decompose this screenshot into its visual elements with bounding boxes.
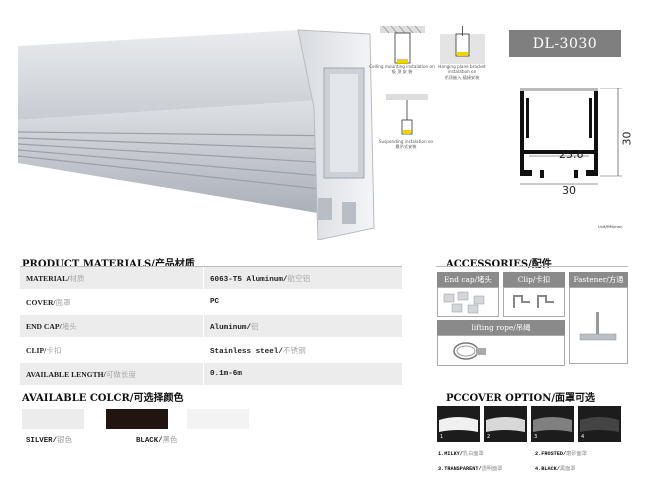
cell-divider [203, 315, 204, 337]
row-value-cn: 铝 [251, 323, 259, 332]
row-value: Aluminum/ [210, 323, 252, 332]
lifting-rope-image [437, 335, 565, 366]
suspending-icon [386, 94, 428, 135]
row-value: PC [210, 298, 220, 306]
row-value: 6063-T5 Aluminum/ [210, 275, 288, 284]
dim-inner-width: 25.6 [559, 148, 584, 161]
materials-row: AVAILABLE LENGTH/可做长度 0.1m-6m [20, 363, 402, 385]
white-swatch [187, 409, 249, 429]
dim-width: 30 [562, 184, 576, 197]
model-badge: DL-3030 [509, 30, 621, 57]
end-cap-header: End cap/堵头 [437, 272, 499, 287]
cover-label-frosted: 2.FROSTED/磨砂面罩 [535, 451, 587, 457]
cover-option-frosted[interactable]: 2 [484, 406, 527, 442]
row-label: MATERIAL/ [26, 273, 70, 283]
row-label: END CAP/ [26, 321, 62, 331]
row-label-cn: 卡扣 [46, 345, 62, 355]
silver-label: SILVER/银色 [26, 437, 72, 445]
fastener-header: Fastener/方通 [569, 272, 628, 287]
cover-options-title: PCCOVER OPTION/面罩可选 [446, 393, 595, 404]
milky-cover-icon [439, 417, 478, 432]
cover-label-black: 4.BLACK/黑面罩 [535, 466, 576, 472]
cover-option-black[interactable]: 4 [578, 406, 621, 442]
accessories-title: ACCESSORIES/配件 [446, 259, 552, 270]
cover-option-transparent[interactable]: 3 [531, 406, 574, 442]
fastener-icon [579, 312, 617, 341]
clip-header: Clip/卡扣 [503, 272, 565, 287]
materials-row: MATERIAL/材质 6063-T5 Aluminum/航空铝 [20, 267, 402, 289]
materials-row: CLIP/卡扣 Stainless steel/不锈钢 [20, 339, 402, 361]
transparent-cover-icon [533, 417, 572, 432]
black-swatch [106, 409, 168, 429]
cover-number: 1 [440, 434, 444, 440]
scale-note: Unit/MM(mm) [598, 225, 623, 229]
row-label-cn: 可做长度 [105, 369, 137, 379]
cell-divider [203, 267, 204, 289]
materials-divider [20, 266, 402, 267]
cover-number: 4 [581, 434, 585, 440]
fastener-image [569, 287, 628, 364]
row-value: Stainless steel/ [210, 347, 283, 356]
materials-row: END CAP/堵头 Aluminum/铝 [20, 315, 402, 337]
row-value-cn: 航空铝 [287, 275, 311, 284]
lifting-rope-icon [453, 342, 486, 360]
clip-image [503, 287, 565, 317]
cell-divider [203, 363, 204, 385]
cover-number: 2 [487, 434, 491, 440]
end-cap-image [437, 287, 499, 317]
hanging-bracket-icon [440, 26, 485, 64]
row-label-cn: 面罩 [55, 297, 71, 307]
black-label: BLACK/黑色 [136, 437, 178, 445]
row-value-cn: 不锈钢 [282, 347, 306, 356]
dim-height: 30 [620, 131, 634, 146]
row-label-cn: 材质 [69, 273, 85, 283]
ceiling-mount-icon [380, 26, 425, 64]
materials-title: PRODUCT MATERIALS/产品材质 [22, 259, 195, 270]
row-label: AVAILABLE LENGTH/ [26, 369, 106, 379]
row-label: CLIP/ [26, 345, 47, 355]
end-cap-icon [443, 291, 485, 314]
silver-swatch [22, 409, 84, 429]
row-label-cn: 堵头 [61, 321, 77, 331]
accessories-divider [436, 266, 628, 267]
lifting-rope-header: lifting rope/吊绳 [437, 320, 565, 335]
colors-title: AVAILABLE COLCR/可选择颜色 [22, 393, 184, 404]
black-cover-icon [580, 417, 619, 432]
materials-row: COVER/面罩 PC [20, 291, 402, 313]
row-value: 0.1m-6m [210, 370, 242, 378]
clip-icon [513, 295, 554, 308]
row-label: COVER/ [26, 297, 56, 307]
cover-number: 3 [534, 434, 538, 440]
cross-section-drawing [520, 88, 622, 185]
cover-label-milky: 1.MILKY/乳白面罩 [438, 451, 484, 457]
cover-label-transparent: 3.TRANSPARENT/透明面罩 [438, 466, 503, 472]
cover-option-milky[interactable]: 1 [437, 406, 480, 442]
product-photo [18, 29, 375, 240]
frosted-cover-icon [486, 417, 525, 432]
